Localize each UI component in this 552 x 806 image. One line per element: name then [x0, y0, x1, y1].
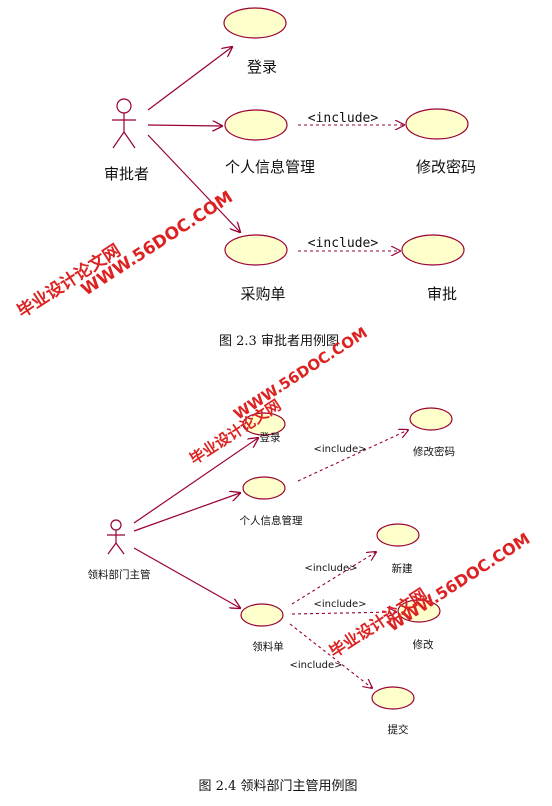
include-label: <include>	[290, 660, 343, 671]
include-label: <include>	[308, 236, 379, 251]
actor-head	[110, 519, 122, 531]
actor-approver	[112, 98, 136, 149]
diagram-department-head: 领料部门主管 登录 个人信息管理 修改密码 领料单 新建 修改 提交 <incl…	[88, 407, 455, 794]
use-case-submit-label: 提交	[388, 723, 409, 736]
diagram-approver: 审批者 登录 个人信息管理 修改密码 采购单 审批 <include> <inc…	[104, 7, 476, 349]
include-submit	[289, 623, 372, 688]
use-case-change-password	[409, 407, 453, 431]
use-case-create-label: 新建	[392, 562, 413, 575]
assoc-requisition	[133, 547, 240, 608]
use-case-personal-info	[242, 476, 286, 500]
use-case-personal-info-label: 个人信息管理	[240, 514, 303, 527]
actor-right-leg	[115, 542, 125, 555]
use-case-purchase-order-label: 采购单	[240, 285, 285, 303]
watermark-site: WWW.56DOC.COM	[78, 187, 237, 300]
actor-right-leg	[123, 131, 136, 149]
use-case-requisition-label: 领料单	[252, 640, 284, 653]
use-case-login-label: 登录	[247, 58, 277, 76]
assoc-login	[147, 47, 232, 111]
include-change-password	[297, 430, 408, 482]
figure-caption: 图 2.3 审批者用例图	[219, 334, 339, 349]
include-label: <include>	[314, 599, 367, 610]
assoc-personal-info	[133, 493, 240, 532]
actor-label: 领料部门主管	[88, 568, 151, 581]
use-case-personal-info-label: 个人信息管理	[225, 158, 315, 176]
assoc-purchase-order	[147, 134, 240, 232]
use-case-create	[376, 523, 420, 547]
use-case-requisition	[240, 603, 284, 627]
use-case-purchase-order	[224, 234, 288, 266]
actor-left-leg	[112, 131, 125, 149]
use-case-approve	[401, 234, 465, 266]
assoc-personal-info	[147, 125, 222, 126]
include-create	[291, 552, 376, 605]
use-case-personal-info	[224, 109, 288, 141]
use-case-change-password-label: 修改密码	[416, 158, 476, 176]
use-case-submit	[371, 686, 415, 710]
use-case-approve-label: 审批	[427, 285, 457, 303]
use-case-login-label: 登录	[260, 431, 281, 444]
include-label: <include>	[314, 444, 367, 455]
use-case-login	[242, 412, 286, 436]
use-case-login	[223, 7, 287, 39]
use-case-change-password-label: 修改密码	[413, 445, 455, 458]
actor-label: 审批者	[104, 165, 149, 183]
include-label: <include>	[305, 563, 358, 574]
use-case-modify-label: 修改	[413, 638, 434, 651]
include-modify	[291, 612, 396, 614]
use-case-change-password	[405, 108, 469, 140]
use-case-modify	[397, 599, 441, 623]
actor-left-leg	[107, 542, 117, 555]
assoc-login	[133, 438, 258, 524]
actor-head	[116, 98, 132, 114]
figure-caption: 图 2.4 领料部门主管用例图	[199, 779, 358, 794]
include-label: <include>	[308, 111, 379, 126]
actor-department-head	[107, 519, 125, 555]
